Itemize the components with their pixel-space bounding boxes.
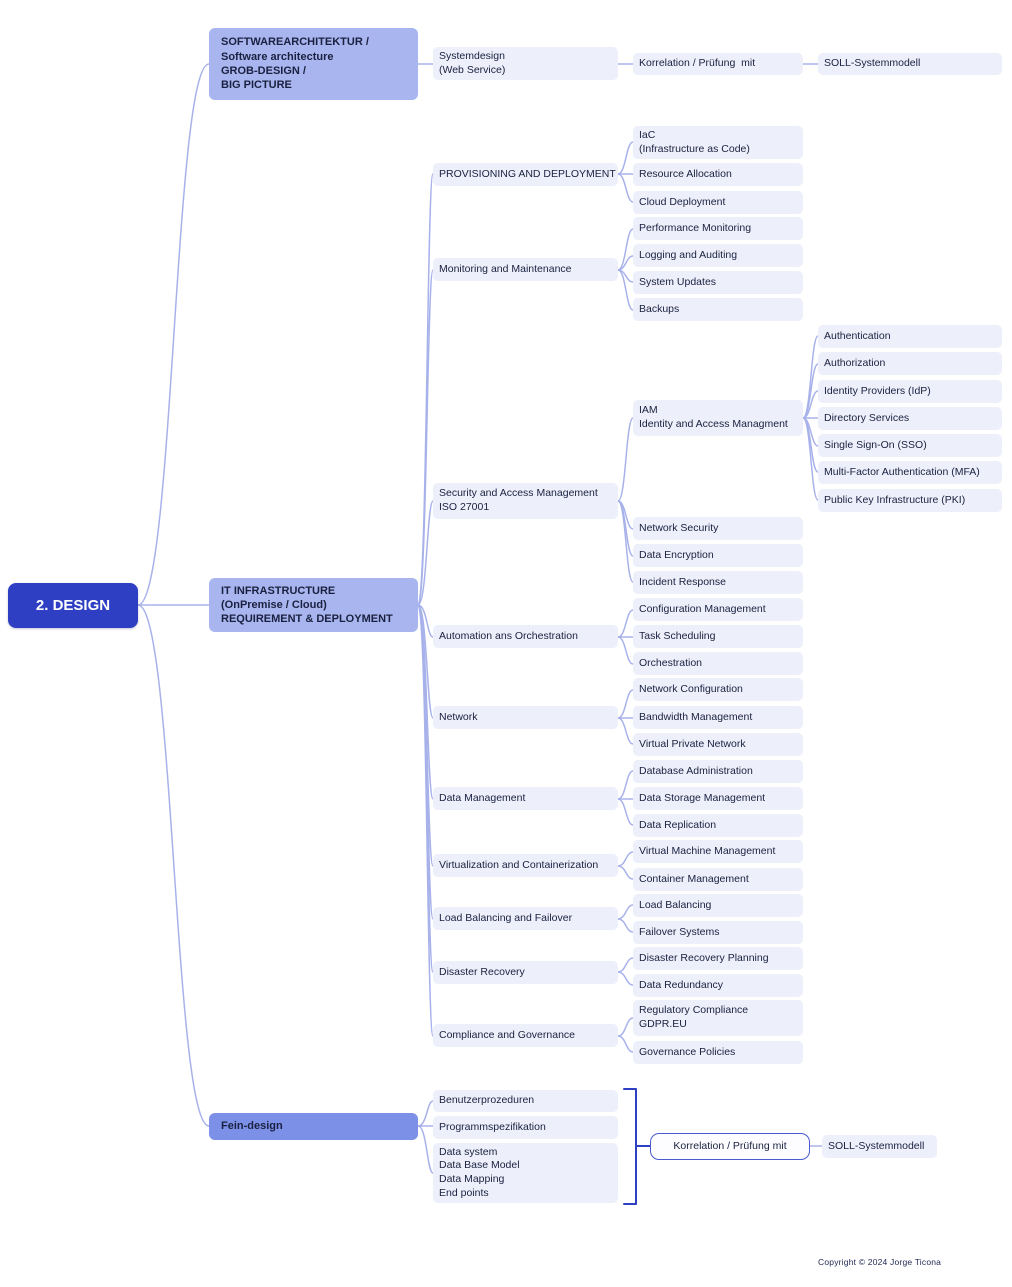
node-orchestration: Orchestration: [633, 652, 803, 675]
node-load-balancing-and-failover: Load Balancing and Failover: [433, 907, 618, 930]
node-bandwidth-management: Bandwidth Management: [633, 706, 803, 729]
node-virtual-machine-management: Virtual Machine Management: [633, 840, 803, 863]
node-governance-policies: Governance Policies: [633, 1041, 803, 1064]
node-network-configuration: Network Configuration: [633, 678, 803, 701]
node-korrelation-pruefung-top: Korrelation / Prüfung mit: [633, 53, 803, 75]
node-iam: IAM Identity and Access Managment: [633, 400, 803, 436]
node-database-administration: Database Administration: [633, 760, 803, 783]
node-software-architecture: SOFTWAREARCHITEKTUR / Software architect…: [209, 28, 418, 100]
node-task-scheduling: Task Scheduling: [633, 625, 803, 648]
node-automation-and-orchestration: Automation ans Orchestration: [433, 625, 618, 648]
node-incident-response: Incident Response: [633, 571, 803, 594]
node-virtual-private-network: Virtual Private Network: [633, 733, 803, 756]
node-disaster-recovery-planning: Disaster Recovery Planning: [633, 947, 803, 970]
node-disaster-recovery: Disaster Recovery: [433, 961, 618, 984]
node-compliance-and-governance: Compliance and Governance: [433, 1024, 618, 1047]
node-failover-systems: Failover Systems: [633, 921, 803, 944]
node-it-infrastructure: IT INFRASTRUCTURE (OnPremise / Cloud) RE…: [209, 578, 418, 632]
node-iac: IaC (Infrastructure as Code): [633, 126, 803, 159]
node-data-encryption: Data Encryption: [633, 544, 803, 567]
node-configuration-management: Configuration Management: [633, 598, 803, 621]
node-security-and-access-management: Security and Access Management ISO 27001: [433, 483, 618, 519]
node-virtualization-and-containerization: Virtualization and Containerization: [433, 854, 618, 877]
node-identity-providers: Identity Providers (IdP): [818, 380, 1002, 403]
node-data-management: Data Management: [433, 787, 618, 810]
node-directory-services: Directory Services: [818, 407, 1002, 430]
node-data-replication: Data Replication: [633, 814, 803, 837]
node-soll-systemmodell-top: SOLL-Systemmodell: [818, 53, 1002, 75]
node-network: Network: [433, 706, 618, 729]
node-public-key-infrastructure: Public Key Infrastructure (PKI): [818, 489, 1002, 512]
node-multi-factor-authentication: Multi-Factor Authentication (MFA): [818, 461, 1002, 484]
node-container-management: Container Management: [633, 868, 803, 891]
copyright-text: Copyright © 2024 Jorge Ticona: [818, 1257, 942, 1267]
node-performance-monitoring: Performance Monitoring: [633, 217, 803, 240]
node-systemdesign: Systemdesign (Web Service): [433, 47, 618, 80]
node-network-security: Network Security: [633, 517, 803, 540]
node-monitoring-and-maintenance: Monitoring and Maintenance: [433, 258, 618, 281]
node-regulatory-compliance: Regulatory Compliance GDPR.EU: [633, 1000, 803, 1036]
node-programmspezifikation: Programmspezifikation: [433, 1116, 618, 1139]
node-provisioning-and-deployment: PROVISIONING AND DEPLOYMENT: [433, 163, 618, 186]
node-authentication: Authentication: [818, 325, 1002, 348]
node-benutzerprozeduren: Benutzerprozeduren: [433, 1090, 618, 1112]
node-resource-allocation: Resource Allocation: [633, 163, 803, 186]
node-logging-and-auditing: Logging and Auditing: [633, 244, 803, 267]
node-soll-systemmodell-bottom: SOLL-Systemmodell: [822, 1135, 937, 1158]
node-cloud-deployment: Cloud Deployment: [633, 191, 803, 214]
light-connectors: [137, 63, 823, 1174]
node-data-redundancy: Data Redundancy: [633, 974, 803, 997]
node-load-balancing: Load Balancing: [633, 894, 803, 917]
node-root-design: 2. DESIGN: [8, 583, 138, 628]
node-backups: Backups: [633, 298, 803, 321]
node-single-sign-on: Single Sign-On (SSO): [818, 434, 1002, 457]
node-fein-design: Fein-design: [209, 1113, 418, 1140]
bracket: [623, 1088, 651, 1205]
node-data-storage-management: Data Storage Management: [633, 787, 803, 810]
node-data-system-group: Data system Data Base Model Data Mapping…: [433, 1143, 618, 1203]
node-authorization: Authorization: [818, 352, 1002, 375]
node-korrelation-pruefung-bottom: Korrelation / Prüfung mit: [650, 1133, 810, 1160]
node-system-updates: System Updates: [633, 271, 803, 294]
